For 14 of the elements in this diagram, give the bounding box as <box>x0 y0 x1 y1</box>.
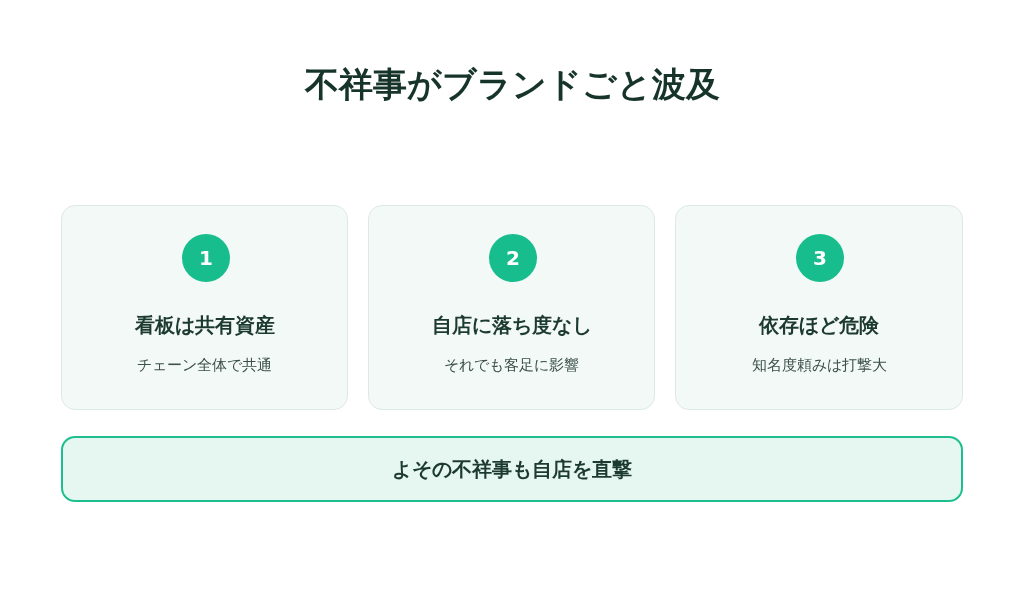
step-number: 2 <box>489 234 537 282</box>
card-description: チェーン全体で共通 <box>137 356 272 375</box>
card-description: それでも客足に影響 <box>444 356 579 375</box>
point-card <box>61 205 348 410</box>
conclusion-banner: よその不祥事も自店を直撃 <box>61 436 963 502</box>
card-heading: 依存ほど危険 <box>759 312 879 339</box>
step-number: 3 <box>796 234 844 282</box>
card-description: 知名度頼みは打撃大 <box>751 356 887 375</box>
card-heading: 自店に落ち度なし <box>431 312 592 339</box>
point-card <box>675 205 963 410</box>
card-heading: 看板は共有資産 <box>134 312 275 339</box>
point-card <box>368 205 655 410</box>
title: 不祥事がブランドごと波及 <box>304 63 720 106</box>
step-number: 1 <box>182 234 230 282</box>
